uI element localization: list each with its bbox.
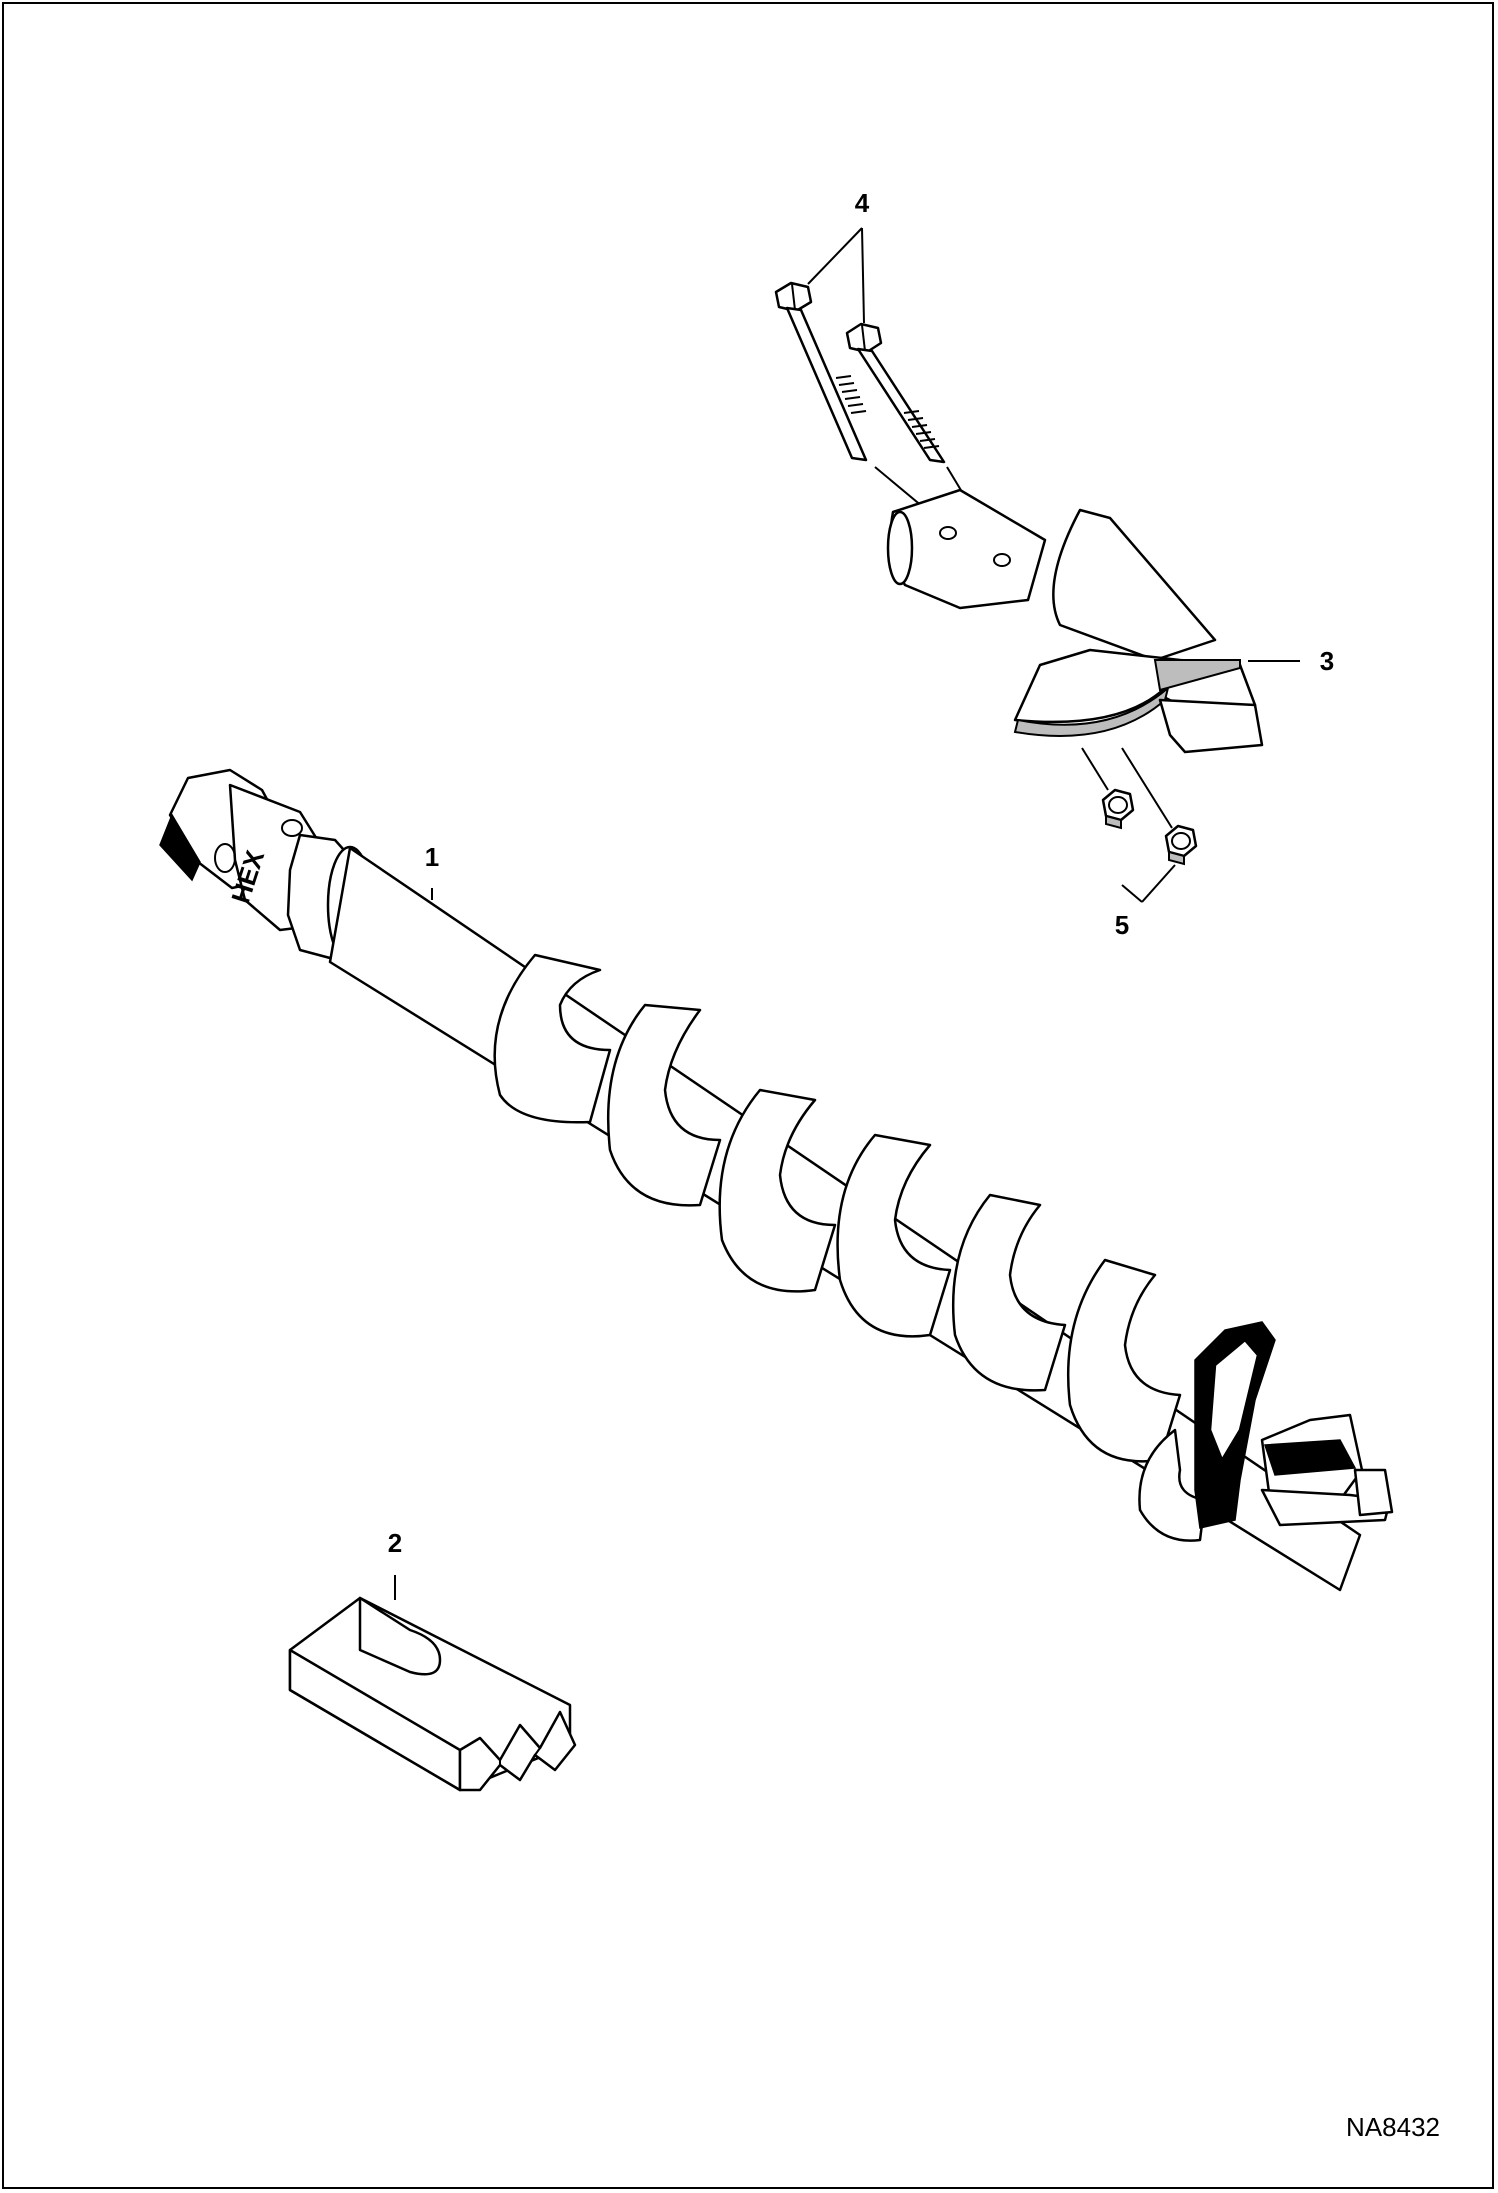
- leader-lines: [394, 227, 1300, 1600]
- callout-2: 2: [388, 1528, 402, 1558]
- auger-shaft: [159, 768, 1394, 1592]
- callout-1: 1: [425, 842, 439, 872]
- bolt-right: [845, 322, 946, 464]
- wedge-bit: [288, 1596, 577, 1792]
- nut-left: [1101, 788, 1135, 830]
- auger-point-tooth: [886, 488, 1264, 754]
- callout-5: 5: [1115, 910, 1129, 940]
- callout-4: 4: [855, 188, 870, 218]
- figure-number: NA8432: [1346, 2112, 1440, 2142]
- nut-right: [1164, 824, 1198, 866]
- bolt-left: [774, 281, 868, 462]
- callout-3: 3: [1320, 646, 1334, 676]
